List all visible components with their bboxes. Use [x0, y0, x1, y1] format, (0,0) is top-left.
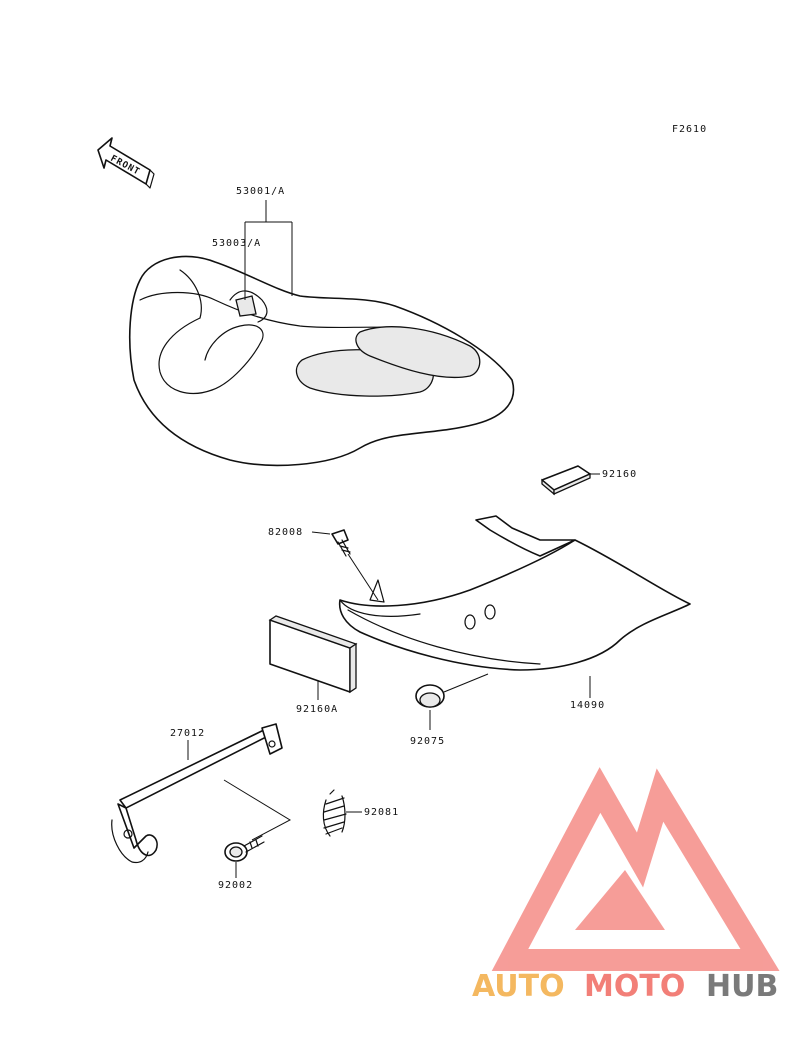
seat-lock-bar-drawing [111, 723, 283, 864]
bolt-top-drawing [331, 529, 351, 557]
svg-text:HUB: HUB [706, 969, 778, 1004]
automotohub-wordmark: AUTO MOTO HUB [472, 969, 778, 1004]
part-label-seat-lock-bar: 27012 [170, 728, 205, 739]
bolt-bottom-drawing [224, 835, 265, 862]
part-label-pad-small: 92160 [602, 469, 637, 480]
grommet-drawing [415, 684, 445, 708]
ref-code: F2610 [672, 124, 707, 135]
part-label-grommet: 92075 [410, 736, 445, 747]
part-label-seat: 53001/A [236, 186, 285, 197]
part-label-bolt-top: 82008 [268, 527, 303, 538]
front-arrow-icon: FRONT [97, 137, 155, 189]
part-label-pad-large: 92160A [296, 704, 338, 715]
part-label-seat-cover: 53003/A [212, 238, 261, 249]
part-label-cowl: 14090 [570, 700, 605, 711]
svg-text:AUTO: AUTO [472, 969, 565, 1004]
spring-drawing [322, 789, 347, 837]
pad-small-drawing [541, 465, 591, 496]
cowl-drawing [338, 515, 691, 671]
automotohub-logo-icon [491, 767, 780, 971]
seat-drawing [128, 255, 515, 467]
svg-text:MOTO: MOTO [584, 969, 685, 1004]
pad-large-drawing [268, 615, 358, 694]
part-label-bolt-bottom: 92002 [218, 880, 253, 891]
part-label-spring: 92081 [364, 807, 399, 818]
